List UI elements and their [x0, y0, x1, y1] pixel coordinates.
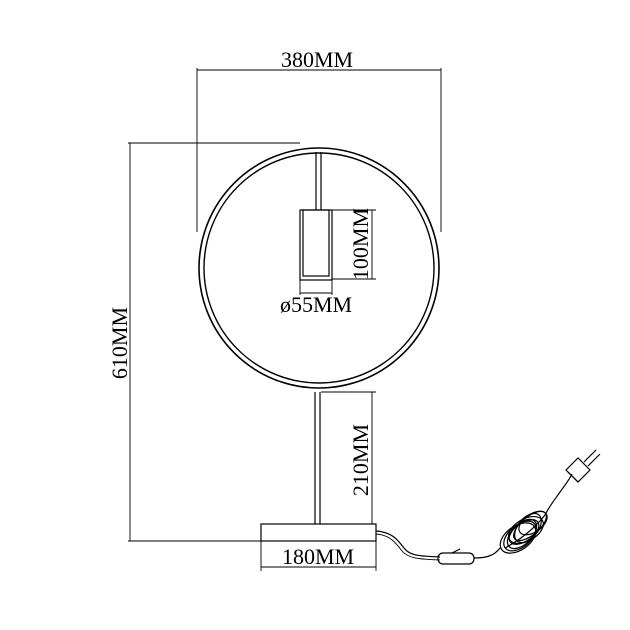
base-width-label: 180MM — [282, 544, 354, 569]
power-cord — [375, 449, 601, 565]
cord-to-switch — [375, 530, 441, 558]
shade-body — [299, 209, 333, 281]
shade-diameter-label: ø55MM — [280, 292, 352, 317]
shade-height-label: 100MM — [348, 208, 373, 280]
ring-inner — [203, 152, 435, 384]
shade-inner — [302, 209, 330, 277]
inline-switch-icon — [437, 552, 475, 565]
width-dimension: 380MM — [196, 47, 442, 232]
base-plate — [260, 523, 377, 542]
height-label: 610MM — [107, 307, 132, 379]
lamp-shade: 100MM ø55MM — [280, 208, 376, 317]
cord-to-plug — [544, 473, 573, 516]
cord-to-coil — [473, 547, 501, 559]
ring-outer — [198, 147, 440, 389]
switch-toggle — [451, 548, 461, 554]
plug-icon — [565, 449, 601, 483]
cord-to-switch-shadow — [375, 533, 441, 561]
coiled-cord-icon — [499, 510, 548, 554]
stem-height-label: 210MM — [348, 424, 373, 496]
lamp-base: 180MM — [260, 523, 377, 571]
width-label: 380MM — [281, 47, 353, 72]
height-dimension: 610MM — [107, 142, 300, 542]
hanging-rod — [315, 152, 322, 210]
lamp-ring — [198, 147, 440, 389]
lamp-stem: 210MM — [314, 391, 376, 524]
